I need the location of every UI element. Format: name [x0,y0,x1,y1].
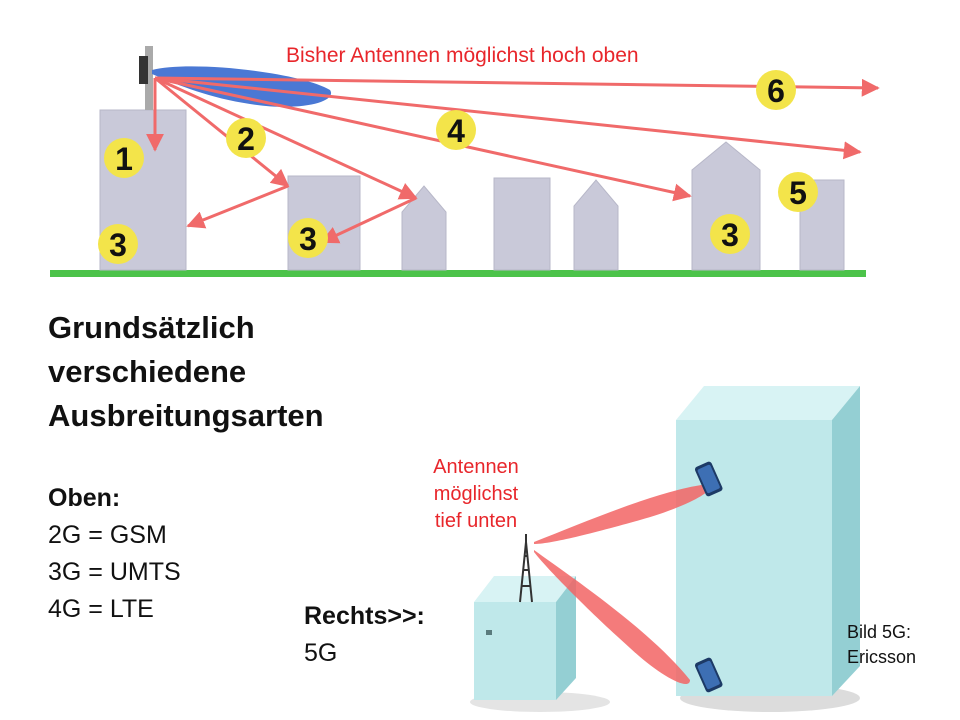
marker-3a: 3 [98,224,138,264]
heading-line: verschiedene [48,354,247,389]
svg-text:3: 3 [299,221,317,257]
svg-text:2: 2 [237,121,255,157]
ground-line [50,270,866,277]
beam-lower [534,550,690,685]
marker-2: 2 [226,118,266,158]
building-flat-mid [493,177,551,271]
number-markers: 1 2 3 3 4 3 5 6 [98,70,818,264]
main-heading: Grundsätzlich verschiedene Ausbreitungsa… [48,306,324,438]
rechts-value: 5G [304,639,338,667]
building-pointed-2 [573,179,619,271]
short-building [474,576,576,700]
rechts-label: Rechts>>: [304,602,425,630]
credit-line: Bild 5G: [847,622,912,642]
oben-item: 4G = LTE [48,595,154,623]
marker-4: 4 [436,110,476,150]
phone-upper-icon [694,461,723,497]
credit-line: Ericsson [847,647,917,667]
oben-label: Oben: [48,484,121,512]
svg-text:1: 1 [115,141,133,177]
building-pointed-1 [401,185,447,271]
svg-text:5: 5 [789,175,807,211]
marker-5: 5 [778,172,818,212]
marker-1: 1 [104,138,144,178]
top-caption: Bisher Antennen möglichst hoch oben [286,44,639,67]
antenna-mast [139,46,153,110]
marker-6: 6 [756,70,796,110]
tall-building [676,386,860,696]
heading-line: Grundsätzlich [48,310,255,345]
top-propagation-diagram: 1 2 3 3 4 3 5 6 [50,46,880,277]
marker-3c: 3 [710,214,750,254]
bottom-5g-diagram [470,386,860,712]
marker-3b: 3 [288,218,328,258]
oben-section: Oben: 2G = GSM 3G = UMTS 4G = LTE [48,480,181,628]
heading-line: Ausbreitungsarten [48,398,324,433]
bottom-caption-line: Antennen [433,456,519,478]
svg-text:4: 4 [447,113,465,149]
bottom-caption: Antennen möglichst tief unten [406,454,546,535]
beam-upper [534,484,711,544]
propagation-arrows [146,76,880,244]
svg-text:3: 3 [721,217,739,253]
image-credit: Bild 5G: Ericsson [847,620,916,670]
phone-lower-icon [694,657,723,693]
svg-text:3: 3 [109,227,127,263]
rechts-section: Rechts>>: 5G [304,598,425,672]
bottom-caption-line: möglichst [433,483,519,505]
bottom-caption-line: tief unten [434,510,518,532]
antenna-tower [519,534,533,603]
oben-item: 3G = UMTS [48,558,181,586]
svg-text:6: 6 [767,73,785,109]
oben-item: 2G = GSM [48,521,167,549]
